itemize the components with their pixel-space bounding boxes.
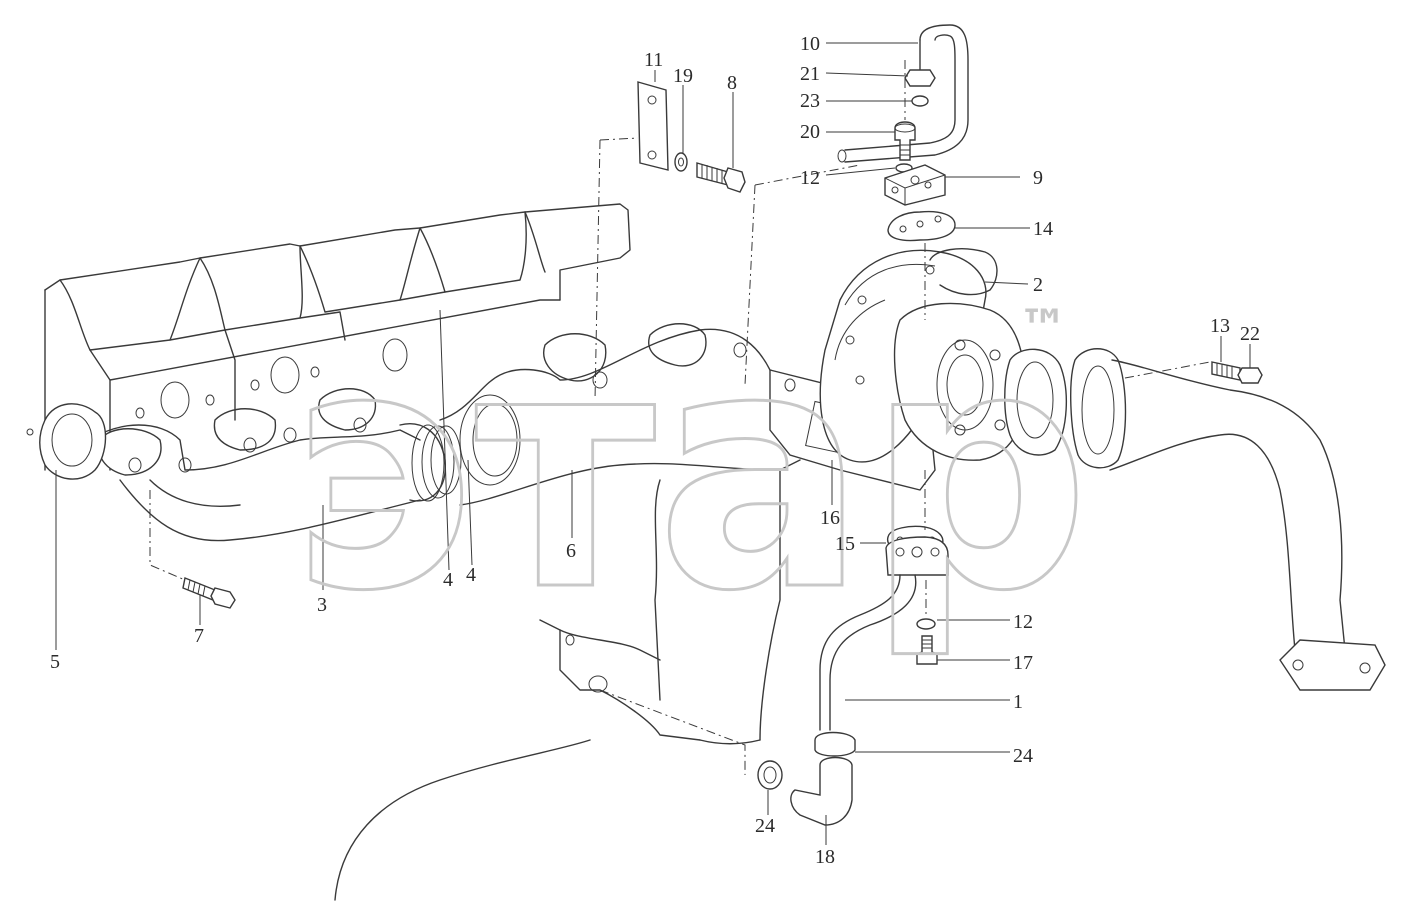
flange-gasket — [26, 403, 107, 480]
callout-3: 3 — [317, 594, 327, 616]
cylinder-head-block — [44, 203, 631, 471]
callout-leader-lines — [55, 42, 1251, 845]
callout-22: 22 — [1240, 323, 1260, 345]
callout-15: 15 — [835, 533, 855, 555]
callout-labels: 10 21 23 20 12 9 14 2 11 19 8 13 22 5 7 … — [50, 33, 1260, 868]
exhaust-manifold-front — [89, 388, 462, 542]
callout-12-lower: 12 — [1013, 611, 1033, 633]
watermark: этар ™ — [289, 278, 1092, 665]
callout-13: 13 — [1210, 315, 1230, 337]
oil-drain-assembly — [757, 525, 949, 826]
callout-8: 8 — [727, 72, 737, 94]
oil-supply-pipe — [837, 24, 969, 163]
callout-16: 16 — [820, 507, 840, 529]
callout-1: 1 — [1013, 691, 1023, 713]
callout-2: 2 — [1033, 274, 1043, 296]
callout-9: 9 — [1033, 167, 1043, 189]
watermark-text: этар — [290, 279, 1090, 663]
callout-21: 21 — [800, 63, 820, 85]
callout-17: 17 — [1013, 652, 1033, 674]
callout-14: 14 — [1033, 218, 1053, 240]
manifold-bolt — [182, 577, 236, 609]
callout-7: 7 — [194, 625, 204, 647]
callout-24-left: 24 — [755, 815, 775, 837]
watermark-trademark: ™ — [1018, 299, 1068, 357]
callout-20: 20 — [800, 121, 820, 143]
callout-5: 5 — [50, 651, 60, 673]
callout-24-right: 24 — [1013, 745, 1033, 767]
callout-4-left: 4 — [443, 569, 453, 591]
callout-10: 10 — [800, 33, 820, 55]
callout-11: 11 — [644, 49, 663, 71]
callout-6: 6 — [566, 540, 576, 562]
callout-23: 23 — [800, 90, 820, 112]
engine-block-lower — [334, 469, 781, 901]
callout-4-right: 4 — [466, 564, 476, 586]
banjo-fittings-upper — [884, 69, 956, 242]
exhaust-outlet-elbow — [1004, 348, 1386, 691]
turbocharger — [819, 248, 1026, 463]
callout-19: 19 — [673, 65, 693, 87]
assembly-center-lines — [149, 60, 1211, 775]
callout-18: 18 — [815, 846, 835, 868]
stud-and-nut — [1211, 361, 1263, 384]
bracket-bolt-set — [637, 81, 746, 193]
callout-12-upper: 12 — [800, 167, 820, 189]
